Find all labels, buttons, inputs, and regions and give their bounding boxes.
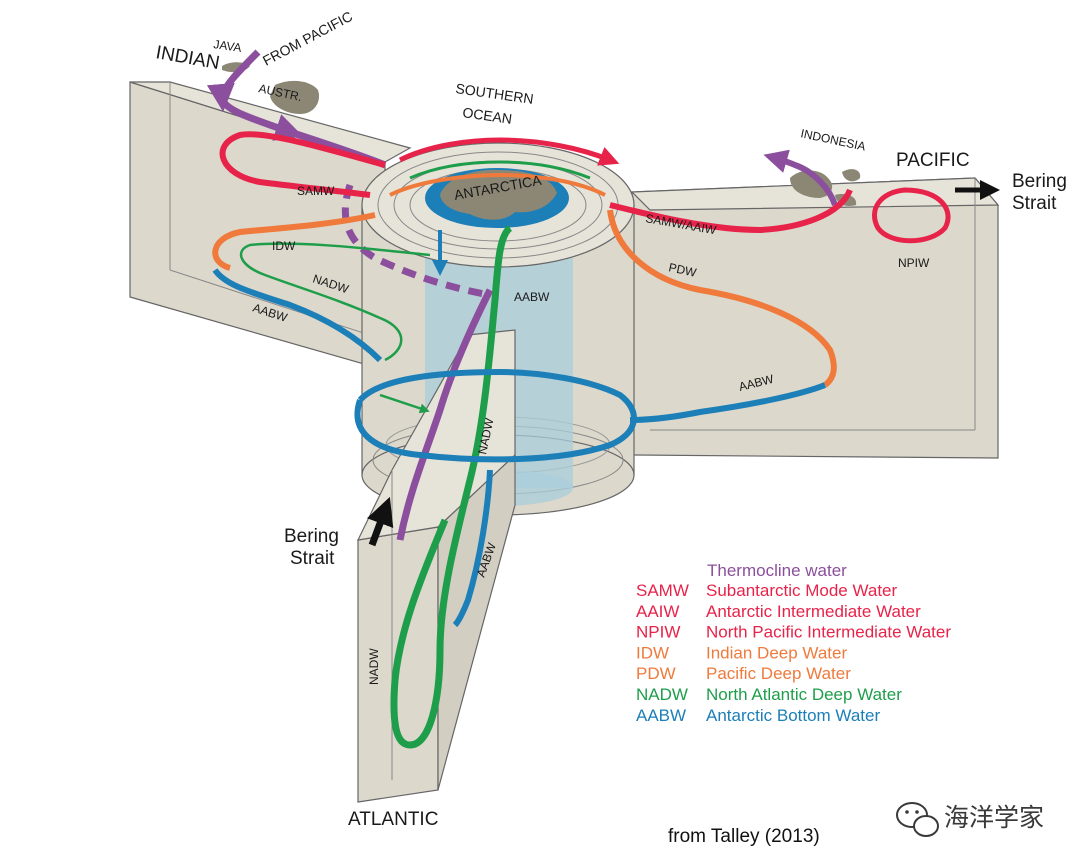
legend-code-aaiw: AAIW <box>636 602 679 621</box>
legend-code-pdw: PDW <box>636 664 676 683</box>
legend: Thermocline water SAMW Subantarctic Mode … <box>636 561 951 725</box>
legend-name-samw: Subantarctic Mode Water <box>706 581 898 600</box>
label-pacific: PACIFIC <box>896 150 970 171</box>
aabw-flow-indian <box>212 268 383 363</box>
watermark: 海洋学家 <box>896 802 1044 837</box>
legend-name-idw: Indian Deep Water <box>706 643 847 662</box>
label-samw: SAMW <box>297 184 335 198</box>
samw-flow-indian <box>219 131 386 198</box>
label-southern: SOUTHERN <box>455 80 535 107</box>
watermark-text: 海洋学家 <box>944 803 1044 832</box>
legend-code-aabw: AABW <box>636 706 686 725</box>
thermocline-flow-dashed <box>341 183 491 299</box>
wechat-icon <box>896 802 939 837</box>
label-bering-strait-right-2: Strait <box>1012 193 1057 214</box>
label-indian: INDIAN <box>154 42 221 74</box>
southern-ocean-orange-circulation <box>389 172 606 197</box>
bering-strait-arrow-left <box>367 496 394 547</box>
label-bering-strait-left-1: Bering <box>284 526 339 547</box>
antarctica-map <box>425 168 569 228</box>
southern-ocean-green-circulation <box>409 160 591 180</box>
thermocline-flow-pacific <box>763 149 838 207</box>
thermocline-flow-atlantic <box>396 288 494 541</box>
label-npiw: NPIW <box>898 256 930 270</box>
pacific-basin <box>630 177 1000 459</box>
npiw-loop <box>872 187 951 244</box>
thermocline-flow-indonesian-throughflow <box>206 49 387 169</box>
aabw-flow-atlantic <box>452 469 493 628</box>
label-indonesia: INDONESIA <box>799 126 866 153</box>
label-pdw: PDW <box>667 260 698 280</box>
label-from-pacific: FROM PACIFIC <box>260 8 355 69</box>
legend-code-samw: SAMW <box>636 581 689 600</box>
legend-code-nadw: NADW <box>636 685 688 704</box>
label-atlantic: ATLANTIC <box>348 809 438 830</box>
legend-name-npiw: North Pacific Intermediate Water <box>706 623 951 642</box>
label-ocean: OCEAN <box>462 104 514 127</box>
label-java: JAVA <box>213 37 243 55</box>
label-nadw-atlantic: NADW <box>367 648 381 685</box>
southern-ocean-red-circulation <box>398 137 620 166</box>
legend-thermocline: Thermocline water <box>707 561 847 580</box>
legend-code-idw: IDW <box>636 643 669 662</box>
nadw-flow-atlantic-loop <box>390 225 513 749</box>
aabw-flow-pacific <box>629 382 827 423</box>
legend-name-pdw: Pacific Deep Water <box>706 664 851 683</box>
pdw-flow-pacific <box>607 209 837 388</box>
idw-flow-indian <box>212 212 376 271</box>
label-aabw-center: AABW <box>514 290 550 304</box>
legend-name-aaiw: Antarctic Intermediate Water <box>706 602 921 621</box>
legend-code-npiw: NPIW <box>636 623 680 642</box>
credit-text: from Talley (2013) <box>668 826 820 847</box>
legend-name-aabw: Antarctic Bottom Water <box>706 706 880 725</box>
nadw-flow-thin-return <box>379 393 430 414</box>
label-bering-strait-right-1: Bering <box>1012 171 1067 192</box>
samw-aaiw-flow-pacific <box>609 188 853 234</box>
legend-name-nadw: North Atlantic Deep Water <box>706 685 902 704</box>
nadw-flow-indian <box>239 242 431 362</box>
label-bering-strait-left-2: Strait <box>290 548 335 569</box>
label-idw: IDW <box>272 239 296 253</box>
